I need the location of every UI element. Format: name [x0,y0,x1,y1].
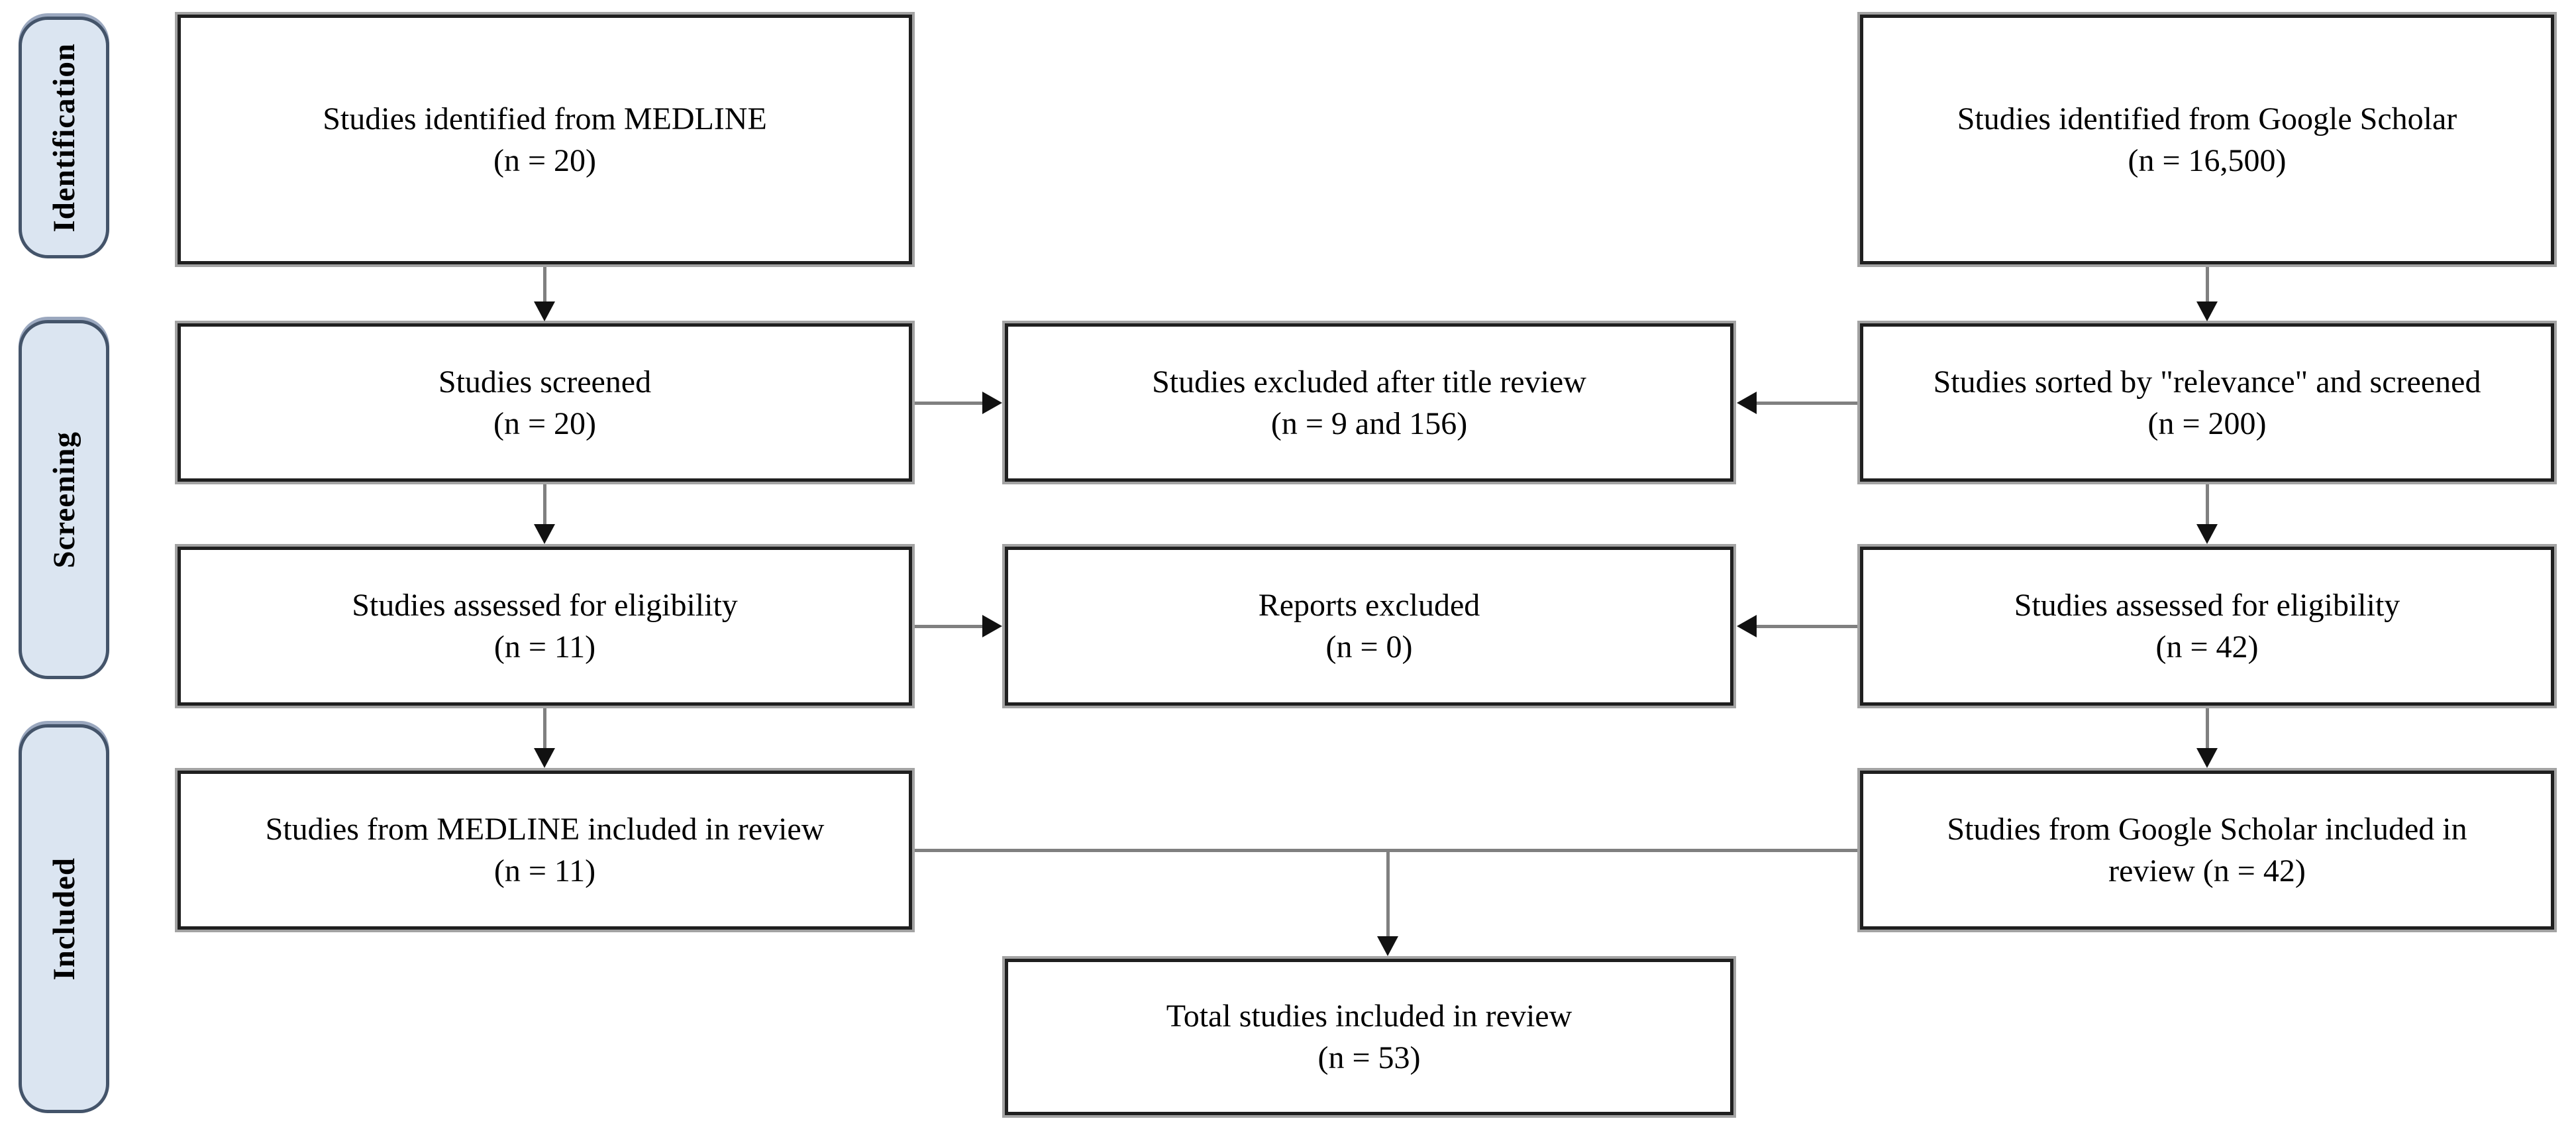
box-text: Studies identified from Google Scholar [1957,101,2457,136]
box-count: (n = 11) [493,629,596,665]
connector-medline-screened-to-excluded [915,402,982,405]
arrowhead-left-icon [1737,392,1757,414]
box-studies-google-scholar-included-review: Studies from Google Scholar included in … [1857,768,2557,932]
box-studies-excluded-after-title-review: Studies excluded after title review (n =… [1002,321,1736,484]
box-count: (n = 200) [2147,406,2267,441]
box-count: (n = 20) [493,406,597,441]
arrowhead-down-icon [534,301,555,321]
arrowhead-down-icon [534,524,555,544]
arrowhead-down-icon [534,748,555,768]
box-studies-assessed-eligibility-medline: Studies assessed for eligibility (n = 11… [175,544,915,708]
connector-medline-identified-to-screened [543,267,546,303]
connector-join-to-total [1386,850,1390,936]
box-reports-excluded: Reports excluded (n = 0) [1002,544,1736,708]
arrowhead-left-icon [1737,615,1757,637]
box-studies-medline-included-review: Studies from MEDLINE included in review … [175,768,915,932]
box-text: Reports excluded [1258,588,1480,623]
box-count: (n = 16,500) [2128,142,2287,178]
box-text: Studies identified from MEDLINE [323,101,767,136]
arrowhead-down-icon [2196,748,2218,768]
arrowhead-right-icon [982,392,1002,414]
connector-gs-sorted-to-eligibility [2206,484,2209,524]
connector-gs-eligibility-to-reports-excluded [1757,625,1857,628]
box-text: Studies excluded after title review [1152,364,1586,400]
box-count: (n = 11) [493,853,596,889]
stage-included: Included [19,724,109,1113]
connector-medline-eligibility-to-reports-excluded [915,625,982,628]
box-text: Studies assessed for eligibility [352,588,738,623]
box-studies-identified-medline: Studies identified from MEDLINE (n = 20) [175,12,915,267]
arrowhead-right-icon [982,615,1002,637]
box-count: (n = 0) [1325,629,1413,665]
stage-screening: Screening [19,320,109,679]
arrowhead-down-icon [1377,936,1398,956]
box-count: review (n = 42) [2108,853,2306,889]
box-text: Studies screened [438,364,652,400]
box-count: (n = 53) [1317,1040,1421,1075]
box-studies-screened: Studies screened (n = 20) [175,321,915,484]
stage-screening-label: Screening [46,431,81,568]
box-total-studies-included-review: Total studies included in review (n = 53… [1002,956,1736,1118]
box-text: Total studies included in review [1166,999,1572,1034]
box-text: Studies sorted by "relevance" and screen… [1933,364,2481,400]
box-count: (n = 20) [493,142,597,178]
connector-gs-sorted-to-excluded [1757,402,1857,405]
box-text: Studies from Google Scholar included in [1947,812,2467,847]
arrowhead-down-icon [2196,301,2218,321]
box-count: (n = 42) [2155,629,2259,665]
connector-medline-screened-to-eligibility [543,484,546,524]
stage-included-label: Included [46,857,81,981]
box-text: Studies from MEDLINE included in review [265,812,825,847]
connector-gs-eligibility-to-included [2206,708,2209,748]
box-count: (n = 9 and 156) [1270,406,1468,441]
connector-gs-identified-to-sorted [2206,267,2209,303]
stage-identification-label: Identification [46,42,81,233]
box-studies-identified-google-scholar: Studies identified from Google Scholar (… [1857,12,2557,267]
arrowhead-down-icon [2196,524,2218,544]
box-text: Studies assessed for eligibility [2014,588,2400,623]
stage-identification: Identification [19,17,109,258]
box-studies-assessed-eligibility-google-scholar: Studies assessed for eligibility (n = 42… [1857,544,2557,708]
connector-medline-eligibility-to-included [543,708,546,748]
connector-included-boxes-join [915,849,1857,852]
box-studies-sorted-by-relevance-screened: Studies sorted by "relevance" and screen… [1857,321,2557,484]
